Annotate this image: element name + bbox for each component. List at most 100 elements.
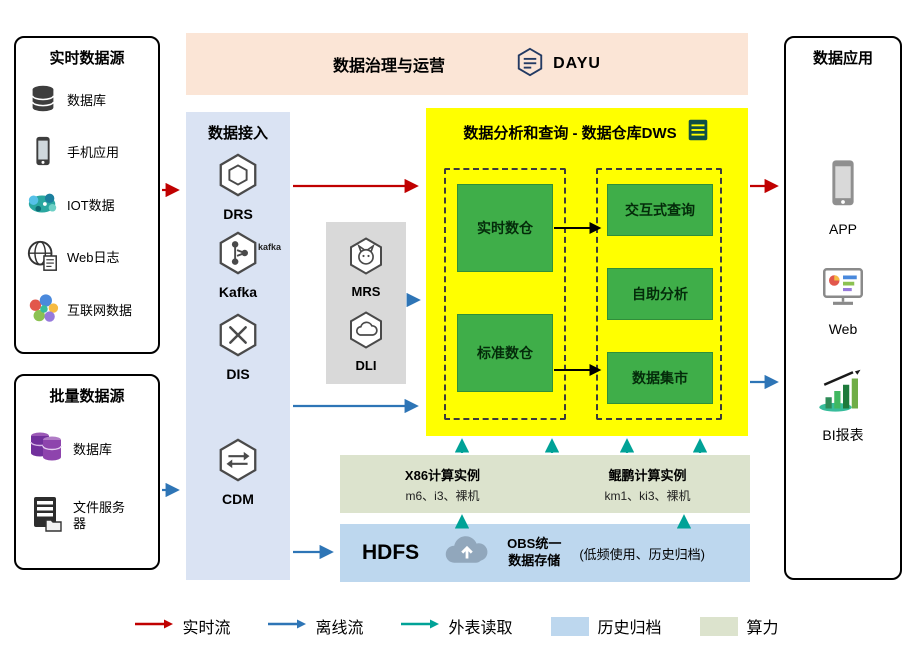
realtime-sources-panel: 实时数据源 数据库 手机应用 IOT数据	[14, 36, 160, 354]
kafka-icon	[215, 230, 261, 281]
cdm-icon	[215, 437, 261, 488]
list-item: Web日志	[26, 239, 152, 278]
web-monitor-icon	[818, 266, 868, 315]
dws-panel: 数据分析和查询 - 数据仓库DWS 实时数仓 标准数仓 交互式查询 自助分析 数…	[426, 108, 748, 436]
app-phone-icon	[821, 158, 865, 215]
service-name: Kafka	[218, 284, 258, 300]
dis-icon	[215, 312, 261, 363]
bi-report-icon	[818, 368, 868, 419]
dayu-icon	[515, 47, 545, 82]
storage-panel: HDFS OBS统一 数据存储 (低频使用、历史归档)	[340, 524, 750, 582]
dayu-text: DAYU	[553, 55, 601, 72]
legend-item-offline: 离线流	[268, 614, 363, 638]
realtime-arrow-icon	[135, 617, 174, 635]
archive-swatch	[550, 616, 589, 636]
dws-icon	[685, 117, 711, 148]
dayu-logo: DAYU	[515, 47, 601, 82]
legend-label: 算力	[746, 620, 779, 637]
batch-sources-list: 数据库 文件服务器	[16, 406, 158, 564]
kafka-badge: kafka	[258, 242, 282, 252]
mobile-icon	[26, 134, 60, 173]
iot-icon	[26, 187, 60, 226]
compute-title: X86计算实例	[404, 467, 481, 483]
list-item: 文件服务器	[26, 494, 152, 539]
list-item: 互联网数据	[26, 292, 152, 331]
module-data-mart: 数据集市	[607, 352, 713, 404]
obs-label: OBS统一 数据存储	[507, 536, 561, 570]
legend-item-external-read: 外表读取	[401, 614, 513, 638]
dws-title-row: 数据分析和查询 - 数据仓库DWS	[426, 108, 748, 148]
database-icon	[26, 82, 60, 121]
obs-note: (低频使用、历史归档)	[579, 546, 706, 562]
compute-kunpeng: 鲲鹏计算实例 km1、ki3、裸机	[545, 465, 750, 504]
compute-title: 鲲鹏计算实例	[608, 467, 687, 483]
compute-panel: X86计算实例 m6、i3、裸机 鲲鹏计算实例 km1、ki3、裸机	[340, 455, 750, 513]
web-log-icon	[26, 239, 60, 278]
list-item: 数据库	[26, 427, 152, 472]
applications-panel: 数据应用 APP Web BI报表	[784, 36, 902, 580]
obs-cloud-icon	[441, 534, 493, 573]
service-kafka: kafka Kafka	[186, 230, 290, 300]
obs-label-line2: 数据存储	[508, 553, 561, 568]
service-name: DRS	[223, 206, 253, 222]
legend-item-compute: 算力	[699, 614, 779, 638]
service-cdm: CDM	[186, 437, 290, 507]
service-mrs: MRS	[326, 236, 406, 299]
governance-banner: 数据治理与运营 DAYU	[186, 33, 748, 95]
module-standard-warehouse: 标准数仓	[457, 314, 553, 392]
list-item: IOT数据	[26, 187, 152, 226]
dws-warehouse-group: 实时数仓 标准数仓	[444, 168, 566, 420]
source-label: 文件服务器	[73, 499, 126, 532]
compute-subtitle: m6、i3、裸机	[405, 488, 480, 503]
dws-title: 数据分析和查询 - 数据仓库DWS	[463, 125, 677, 142]
database-purple-icon	[26, 427, 66, 472]
offline-arrow-icon	[268, 617, 307, 635]
batch-sources-panel: 批量数据源 数据库 文件服务器	[14, 374, 160, 570]
service-name: DIS	[226, 366, 250, 382]
internet-data-icon	[26, 292, 60, 331]
compute-subtitle: km1、ki3、裸机	[604, 488, 691, 503]
compute-x86: X86计算实例 m6、i3、裸机	[340, 465, 545, 504]
legend-label: 历史归档	[597, 620, 662, 637]
source-label: Web日志	[67, 250, 120, 266]
drs-icon	[215, 152, 261, 203]
legend-item-archive: 历史归档	[550, 614, 662, 638]
service-name: CDM	[222, 491, 254, 507]
module-self-analysis: 自助分析	[607, 268, 713, 320]
processing-panel: MRS DLI	[326, 222, 406, 384]
governance-title: 数据治理与运营	[333, 58, 446, 75]
dli-icon	[346, 310, 386, 355]
file-server-icon	[26, 494, 66, 539]
legend-item-realtime: 实时流	[135, 614, 230, 638]
applications-title: 数据应用	[812, 50, 873, 67]
source-label: 数据库	[67, 92, 107, 108]
service-dis: DIS	[186, 312, 290, 382]
list-item: 数据库	[26, 82, 152, 121]
source-label: 手机应用	[67, 145, 120, 161]
compute-swatch	[699, 616, 738, 636]
batch-sources-title: 批量数据源	[49, 388, 125, 405]
app-label: BI报表	[822, 427, 864, 443]
module-interactive-query: 交互式查询	[607, 184, 713, 236]
source-label: IOT数据	[67, 197, 115, 213]
realtime-sources-list: 数据库 手机应用 IOT数据 Web日志	[16, 68, 158, 348]
app-label: APP	[828, 221, 857, 237]
ingestion-panel: 数据接入 DRS kafka Kafka DIS CDM	[186, 112, 290, 580]
realtime-sources-title: 实时数据源	[49, 50, 125, 67]
app-label: Web	[828, 321, 858, 337]
obs-label-line1: OBS统一	[507, 536, 562, 552]
service-name: MRS	[351, 284, 381, 299]
app-item-web: Web	[786, 266, 900, 337]
source-label: 互联网数据	[67, 302, 133, 318]
app-item-bi: BI报表	[786, 368, 900, 445]
list-item: 手机应用	[26, 134, 152, 173]
service-dli: DLI	[326, 310, 406, 373]
module-realtime-warehouse: 实时数仓	[457, 184, 553, 272]
ingestion-title: 数据接入	[207, 125, 268, 142]
legend: 实时流 离线流 外表读取 历史归档 算力	[0, 614, 914, 638]
service-name: DLI	[355, 358, 377, 373]
external-read-arrow-icon	[401, 617, 440, 635]
app-item-app: APP	[786, 158, 900, 237]
hdfs-label: HDFS	[362, 541, 420, 564]
